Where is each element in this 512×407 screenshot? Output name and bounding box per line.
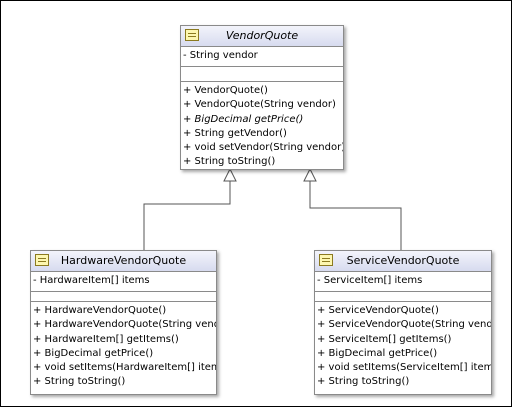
abstract-operation: + BigDecimal getPrice() — [183, 113, 304, 125]
operation: + void setItems(HardwareItem[] items) — [33, 362, 217, 374]
class-name: VendorQuote — [225, 29, 299, 42]
operation: + BigDecimal getPrice() — [33, 347, 154, 359]
generalization-line-hardware — [143, 169, 231, 250]
operation: + ServiceVendorQuote() — [317, 305, 439, 317]
operation: + HardwareVendorQuote() — [33, 305, 167, 317]
operation: + void setVendor(String vendor) — [183, 142, 344, 154]
class-name: ServiceVendorQuote — [346, 254, 460, 267]
operation: + String getVendor() — [183, 127, 287, 139]
operation: + HardwareItem[] getItems() — [33, 333, 179, 345]
attributes-compartment: - HardwareItem[] items — [31, 272, 216, 293]
operations-compartment: + VendorQuote() + VendorQuote(String ven… — [181, 82, 344, 169]
class-header: HardwareVendorQuote — [31, 251, 216, 272]
class-header: VendorQuote — [181, 26, 343, 47]
generalization-line-service — [309, 169, 402, 250]
class-icon — [319, 254, 333, 266]
inheritance-arrowhead-icon — [303, 167, 317, 182]
operations-compartment: + ServiceVendorQuote() + ServiceVendorQu… — [315, 302, 491, 392]
operation: + void setItems(ServiceItem[] items) — [317, 362, 492, 374]
class-icon — [185, 29, 199, 41]
attribute: - ServiceItem[] items — [317, 275, 423, 286]
compartment-spacer — [315, 292, 491, 303]
attributes-compartment: - String vendor — [181, 47, 343, 68]
operation: + VendorQuote() — [183, 85, 268, 97]
operation: + String toString() — [317, 376, 410, 388]
class-header: ServiceVendorQuote — [315, 251, 491, 272]
operations-compartment: + HardwareVendorQuote() + HardwareVendor… — [31, 302, 216, 392]
compartment-spacer — [181, 67, 343, 83]
compartment-spacer — [31, 292, 216, 303]
operation: + String toString() — [183, 156, 276, 168]
attribute: - String vendor — [183, 50, 258, 61]
attribute: - HardwareItem[] items — [33, 275, 150, 286]
operation: + VendorQuote(String vendor) — [183, 99, 336, 111]
operation: + ServiceVendorQuote(String vendor) — [317, 319, 492, 331]
class-vendor-quote[interactable]: VendorQuote - String vendor + VendorQuot… — [180, 25, 344, 170]
operation: + ServiceItem[] getItems() — [317, 333, 452, 345]
inheritance-arrowhead-icon — [223, 167, 237, 182]
class-icon — [35, 254, 49, 266]
class-name: HardwareVendorQuote — [60, 254, 187, 267]
operation: + HardwareVendorQuote(String vendor) — [33, 319, 217, 331]
attributes-compartment: - ServiceItem[] items — [315, 272, 491, 293]
operation: + String toString() — [33, 376, 126, 388]
class-hardware-vendor-quote[interactable]: HardwareVendorQuote - HardwareItem[] ite… — [30, 250, 217, 395]
class-service-vendor-quote[interactable]: ServiceVendorQuote - ServiceItem[] items… — [314, 250, 492, 395]
operation: + BigDecimal getPrice() — [317, 347, 438, 359]
